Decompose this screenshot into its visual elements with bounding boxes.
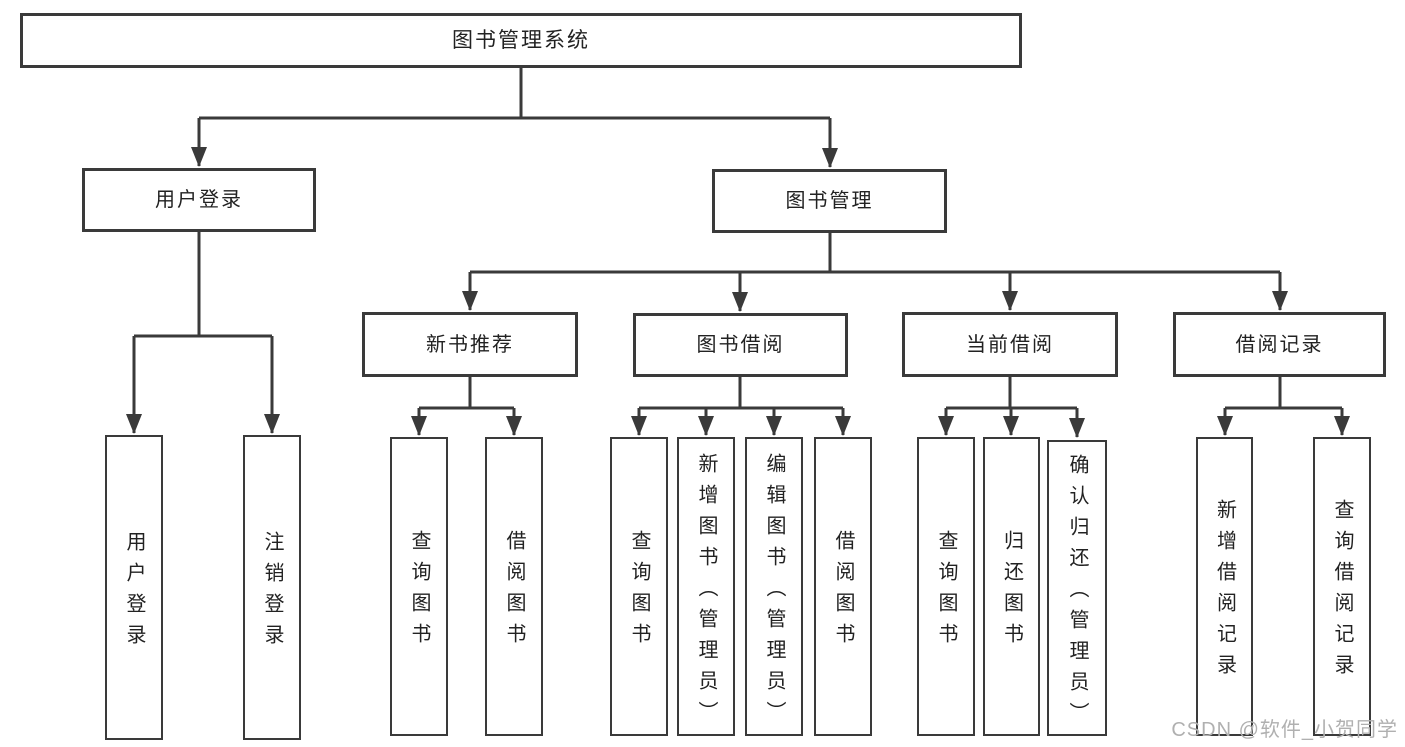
- leaf-query-borrow-record-label: 查询借阅记录: [1331, 499, 1353, 685]
- node-book-borrow: 图书借阅: [633, 313, 848, 377]
- leaf-query-books-1-label: 查询图书: [408, 530, 430, 654]
- leaf-return-book-label: 归还图书: [1000, 530, 1023, 654]
- connector-root-to-level2: [199, 67, 830, 120]
- leaf-logout-label: 注销登录: [261, 531, 283, 655]
- leaf-edit-book-admin: 编辑图书（管理员）: [745, 437, 803, 736]
- csdn-watermark: CSDN @软件_小贺同学: [1171, 719, 1398, 741]
- leaf-return-book: 归还图书: [983, 437, 1040, 736]
- node-new-book-recommend: 新书推荐: [362, 312, 578, 377]
- leaf-borrow-books-1: 借阅图书: [485, 437, 543, 736]
- connector-borrow-records-to-leaves: [1225, 376, 1342, 410]
- leaf-query-books-2-label: 查询图书: [628, 530, 650, 654]
- node-user-login: 用户登录: [82, 168, 316, 232]
- leaf-borrow-books-2-label: 借阅图书: [832, 530, 854, 654]
- leaf-query-books-1: 查询图书: [390, 437, 448, 736]
- leaf-logout: 注销登录: [243, 435, 301, 740]
- connector-current-borrow-to-leaves: [946, 376, 1077, 410]
- leaf-add-borrow-record-label: 新增借阅记录: [1213, 499, 1236, 685]
- leaf-add-borrow-record: 新增借阅记录: [1196, 437, 1253, 736]
- node-borrow-records: 借阅记录: [1173, 312, 1386, 377]
- connector-book-management-to-level3: [470, 232, 1280, 274]
- leaf-add-book-admin: 新增图书（管理员）: [677, 437, 735, 736]
- leaf-borrow-books-1-label: 借阅图书: [503, 530, 525, 654]
- leaf-borrow-books-2: 借阅图书: [814, 437, 872, 736]
- leaf-add-book-admin-label: 新增图书（管理员）: [695, 452, 717, 732]
- leaf-query-books-3-label: 查询图书: [935, 530, 957, 654]
- leaf-confirm-return-admin-label: 确认归还（管理员）: [1066, 454, 1088, 733]
- leaf-query-books-2: 查询图书: [610, 437, 668, 736]
- node-root-library-system: 图书管理系统: [20, 13, 1022, 68]
- connector-new-book-recommend-to-leaves: [419, 376, 514, 410]
- node-book-management: 图书管理: [712, 169, 947, 233]
- leaf-edit-book-admin-label: 编辑图书（管理员）: [763, 452, 785, 732]
- connector-book-borrow-to-leaves: [639, 376, 843, 410]
- leaf-query-books-3: 查询图书: [917, 437, 975, 736]
- leaf-user-login: 用户登录: [105, 435, 163, 740]
- leaf-query-borrow-record: 查询借阅记录: [1313, 437, 1371, 736]
- node-current-borrow: 当前借阅: [902, 312, 1118, 377]
- leaf-user-login-label: 用户登录: [123, 531, 145, 655]
- leaf-confirm-return-admin: 确认归还（管理员）: [1047, 440, 1107, 736]
- connector-user-login-to-leaves: [134, 231, 272, 338]
